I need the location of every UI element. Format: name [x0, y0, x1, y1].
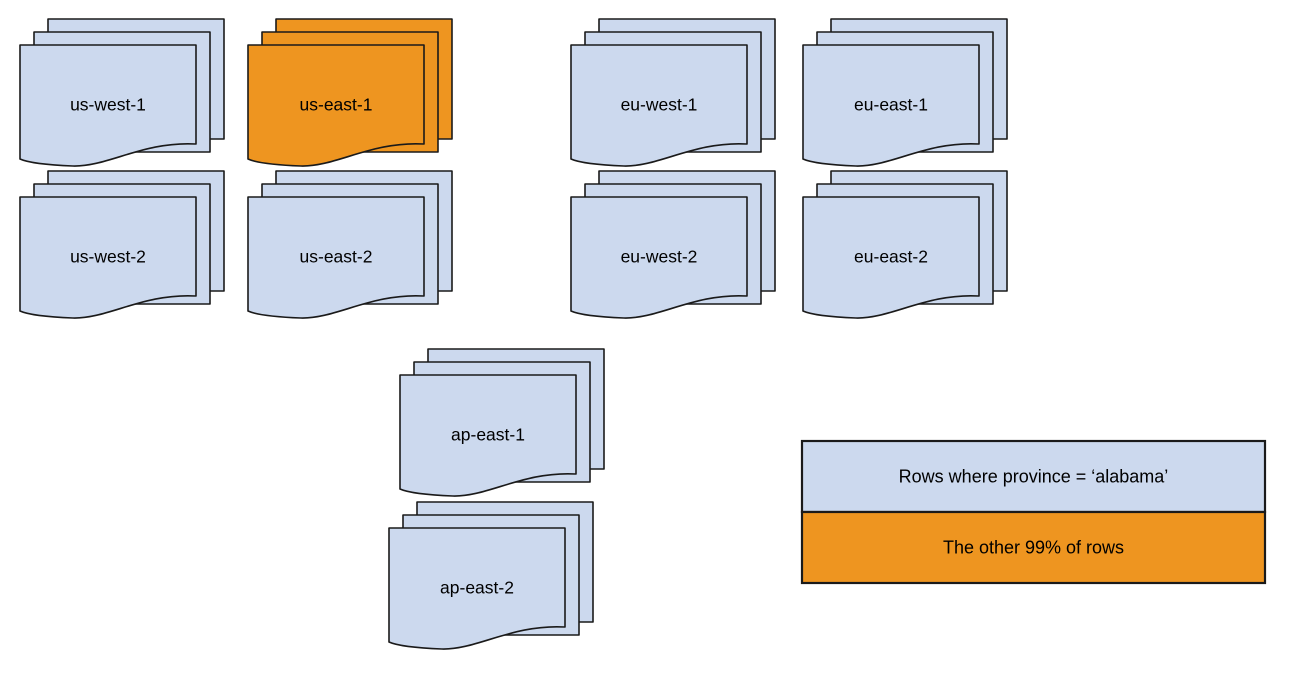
document-stack-us-east-1[interactable]: us-east-1 — [247, 18, 453, 167]
stack-label-ap-east-2: ap-east-2 — [440, 578, 514, 598]
document-stack-eu-west-2[interactable]: eu-west-2 — [570, 170, 776, 319]
document-stack-eu-east-2[interactable]: eu-east-2 — [802, 170, 1008, 319]
document-stack-eu-west-1[interactable]: eu-west-1 — [570, 18, 776, 167]
legend-label-alabama_rows: Rows where province = ‘alabama’ — [899, 466, 1169, 486]
stack-sheet-front — [802, 196, 980, 319]
document-stack-ap-east-1[interactable]: ap-east-1 — [399, 348, 605, 497]
stack-label-us-west-2: us-west-2 — [70, 247, 146, 267]
document-stack-us-west-1[interactable]: us-west-1 — [19, 18, 225, 167]
legend: Rows where province = ‘alabama’ The other… — [800, 439, 1267, 585]
stack-sheet-front — [570, 44, 748, 167]
stack-sheet-front — [802, 44, 980, 167]
stack-label-eu-west-2: eu-west-2 — [621, 247, 698, 267]
stack-label-ap-east-1: ap-east-1 — [451, 425, 525, 445]
document-stack-us-east-2[interactable]: us-east-2 — [247, 170, 453, 319]
document-stack-eu-east-1[interactable]: eu-east-1 — [802, 18, 1008, 167]
stack-sheet-front — [19, 196, 197, 319]
document-stack-ap-east-2[interactable]: ap-east-2 — [388, 501, 594, 650]
stack-sheet-front — [247, 44, 425, 167]
stack-label-us-west-1: us-west-1 — [70, 95, 146, 115]
stack-sheet-front — [19, 44, 197, 167]
document-stack-us-west-2[interactable]: us-west-2 — [19, 170, 225, 319]
stack-sheet-front — [399, 374, 577, 497]
legend-label-other_rows: The other 99% of rows — [943, 537, 1124, 557]
stack-sheet-front — [388, 527, 566, 650]
stack-label-eu-east-1: eu-east-1 — [854, 95, 928, 115]
legend-swatch-other_rows — [800, 510, 1267, 585]
stack-label-us-east-1: us-east-1 — [300, 95, 373, 115]
stack-label-eu-east-2: eu-east-2 — [854, 247, 928, 267]
stack-label-eu-west-1: eu-west-1 — [621, 95, 698, 115]
stack-label-us-east-2: us-east-2 — [300, 247, 373, 267]
stack-sheet-front — [247, 196, 425, 319]
stack-sheet-front — [570, 196, 748, 319]
